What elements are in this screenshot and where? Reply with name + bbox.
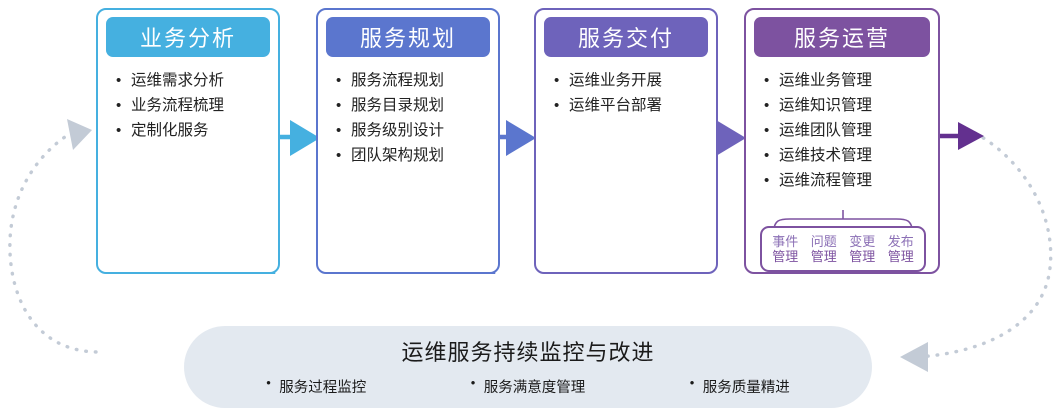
sub-item-release: 发布 管理: [887, 234, 914, 264]
stage-item-list-3: 运维业务开展 运维平台部署: [554, 68, 706, 118]
continuous-improvement-banner[interactable]: 运维服务持续监控与改进 服务过程监控 服务满意度管理 服务质量精进: [184, 326, 872, 408]
brace-connector-icon: [773, 210, 913, 232]
stage-header-4: 服务运营: [754, 17, 930, 57]
sub-item-change: 变更 管理: [849, 234, 876, 264]
stage-header-2: 服务规划: [326, 17, 490, 57]
stage-card-service-operation[interactable]: 服务运营 运维业务管理 运维知识管理 运维团队管理 运维技术管理 运维流程管理 …: [744, 8, 940, 274]
banner-item-row: 服务过程监控 服务满意度管理 服务质量精进: [214, 375, 842, 397]
stage-card-business-analysis[interactable]: 业务分析 运维需求分析 业务流程梳理 定制化服务: [96, 8, 280, 274]
sub-item-incident: 事件 管理: [772, 234, 799, 264]
stage-item-list-4: 运维业务管理 运维知识管理 运维团队管理 运维技术管理 运维流程管理: [764, 68, 928, 193]
stage-header-3: 服务交付: [544, 17, 708, 57]
list-item: 运维流程管理: [764, 168, 928, 193]
list-item: 服务流程规划: [336, 68, 488, 93]
stage-item-list-2: 服务流程规划 服务目录规划 服务级别设计 团队架构规划: [336, 68, 488, 168]
process-sub-group: 事件 管理 问题 管理 变更 管理 发布 管理: [760, 210, 926, 272]
banner-item: 服务满意度管理: [471, 375, 586, 397]
stage-item-list-1: 运维需求分析 业务流程梳理 定制化服务: [116, 68, 268, 143]
stage-card-service-planning[interactable]: 服务规划 服务流程规划 服务目录规划 服务级别设计 团队架构规划: [316, 8, 500, 274]
list-item: 团队架构规划: [336, 143, 488, 168]
list-item: 定制化服务: [116, 118, 268, 143]
list-item: 服务级别设计: [336, 118, 488, 143]
list-item: 运维平台部署: [554, 93, 706, 118]
process-sub-box[interactable]: 事件 管理 问题 管理 变更 管理 发布 管理: [760, 226, 926, 272]
list-item: 运维技术管理: [764, 143, 928, 168]
list-item: 业务流程梳理: [116, 93, 268, 118]
banner-item: 服务过程监控: [266, 375, 366, 397]
sub-item-problem: 问题 管理: [810, 234, 837, 264]
arrow-stage4-to-loop: [934, 122, 984, 150]
list-item: 运维知识管理: [764, 93, 928, 118]
list-item: 运维业务开展: [554, 68, 706, 93]
list-item: 运维业务管理: [764, 68, 928, 93]
stage-card-service-delivery[interactable]: 服务交付 运维业务开展 运维平台部署: [534, 8, 718, 274]
banner-title: 运维服务持续监控与改进: [401, 340, 655, 365]
list-item: 服务目录规划: [336, 93, 488, 118]
list-item: 运维团队管理: [764, 118, 928, 143]
stage-header-1: 业务分析: [106, 17, 270, 57]
list-item: 运维需求分析: [116, 68, 268, 93]
banner-item: 服务质量精进: [690, 375, 790, 397]
